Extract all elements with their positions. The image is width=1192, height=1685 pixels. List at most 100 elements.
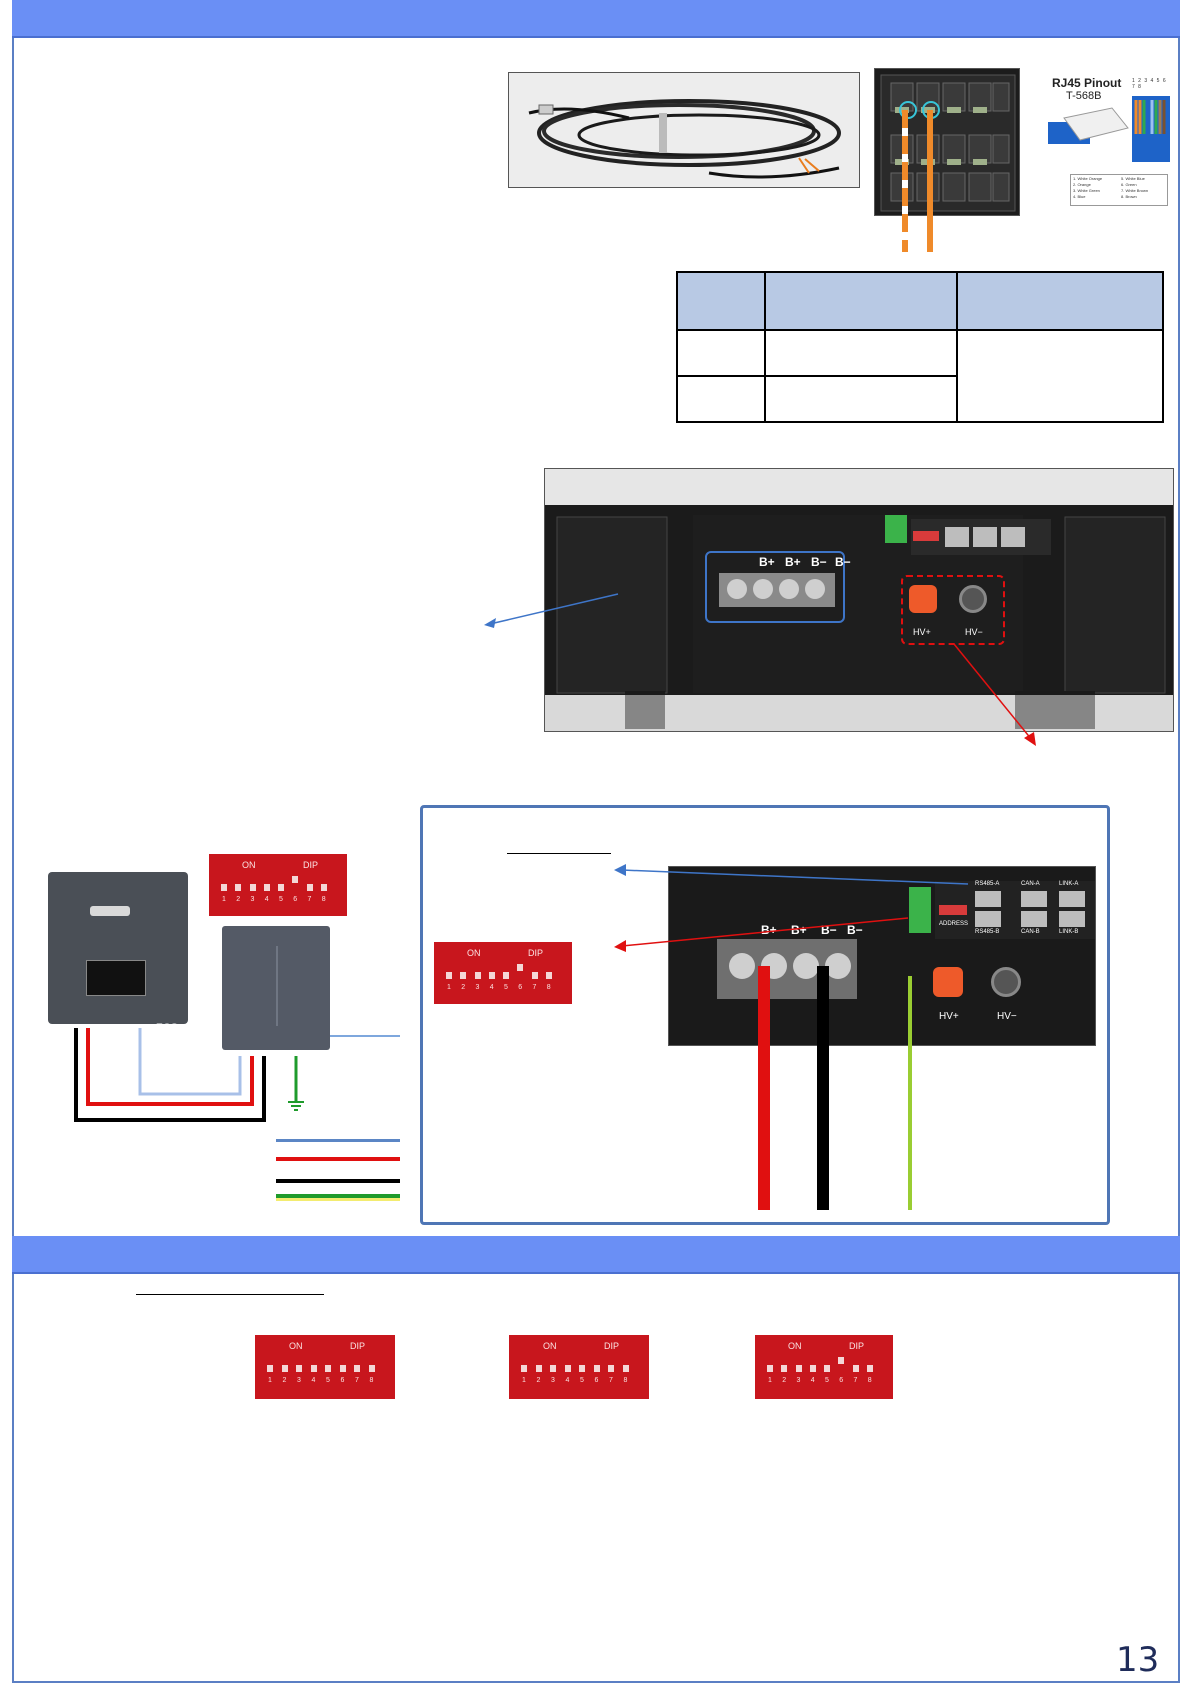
dip-switch-4 (310, 1365, 317, 1372)
dip-number-7: 7 (355, 1377, 359, 1384)
table-cell (764, 329, 958, 377)
table-header-cell (676, 271, 766, 331)
terminal-label-b-minus-1: B− (811, 555, 827, 569)
dip-number-8: 8 (369, 1377, 374, 1384)
dip-number-3: 3 (796, 1377, 801, 1384)
dip-number-5: 5 (580, 1377, 584, 1384)
battery-unit (222, 926, 330, 1050)
table-header-cell (764, 271, 958, 331)
dip-number-6: 6 (293, 896, 298, 903)
dip-switch-8 (622, 1365, 629, 1372)
dip-dip-label: DIP (303, 860, 319, 870)
dip-switch-1 (767, 1365, 773, 1372)
port-label-rs485-a: RS485-A (975, 881, 1000, 887)
white-orange-wire (902, 110, 908, 252)
dip-number-1: 1 (447, 984, 451, 991)
battery-front-image (545, 469, 1173, 731)
terminal-label-b-minus-2: B− (835, 555, 851, 569)
ground-cable (908, 976, 912, 1210)
dip-switch-3 (550, 1365, 556, 1372)
closeup-label-b-minus-2: B− (847, 923, 863, 937)
dip-number-8: 8 (321, 896, 326, 903)
dip-switch-8 (368, 1365, 375, 1372)
rs485-can-link-ports (911, 519, 1051, 555)
dip-switch-5 (824, 1365, 830, 1372)
rj45-cable-photo (508, 72, 860, 188)
port-label-rs485-b: RS485-B (975, 929, 1000, 935)
inverter-brand: ZCS (156, 1022, 178, 1034)
closeup-hv-plus-connector (933, 967, 963, 997)
dip-switch-8 (866, 1365, 873, 1372)
dip-on-label: ON (242, 860, 256, 870)
dip-number-2: 2 (282, 1377, 287, 1384)
dip-switch-3 (474, 972, 481, 979)
dip-on-label: ON (543, 1341, 557, 1351)
dip-number-7: 7 (307, 896, 312, 903)
dip-switch-4 (488, 972, 495, 979)
rj45-standard: T-568B (1066, 90, 1102, 102)
pin-5-label: 5. White Blue (1121, 176, 1145, 181)
dip-switch-2 (535, 1365, 542, 1372)
dip-number-8: 8 (867, 1377, 872, 1384)
dip-number-6: 6 (340, 1377, 345, 1384)
detail-title-underline (507, 853, 611, 854)
dip-number-6: 6 (839, 1377, 844, 1384)
battery-panel-closeup-photo: B+ B+ B− B− HV+ HV− ADDRESS RS485-A CAN-… (668, 866, 1096, 1046)
detail-arrows (614, 864, 969, 952)
inverter-connector-photo (874, 68, 1020, 216)
dip-number-3: 3 (475, 984, 480, 991)
battery-panel-photo: B+ B+ B− B− HV+ HV− (544, 468, 1174, 732)
dip-number-4: 4 (810, 1377, 815, 1384)
port-label-address: ADDRESS (939, 921, 969, 927)
coiled-cable-image (509, 73, 859, 187)
connection-table (676, 271, 1164, 423)
page-number: 13 (1116, 1640, 1160, 1680)
closeup-hv-minus-label: HV− (997, 1011, 1017, 1022)
closeup-label-b-plus-2: B+ (791, 923, 807, 937)
port-label-can-b: CAN-B (1021, 929, 1040, 935)
orange-wire (927, 110, 933, 252)
dip-switch-5 (503, 972, 509, 979)
top-header-band (12, 0, 1180, 38)
pin-4-label: 4. Blue (1073, 194, 1086, 199)
dip-switch-6 (339, 1365, 346, 1372)
rj45-title: RJ45 Pinout (1052, 76, 1122, 90)
dip-number-2: 2 (782, 1377, 787, 1384)
dip-switch-6 (517, 964, 524, 971)
red-pointer-arrow (953, 643, 1036, 746)
address-dip (913, 531, 939, 541)
dip-switch-2 (235, 884, 242, 891)
detail-callout-box (420, 805, 1110, 1225)
dip-switch-7 (354, 1365, 360, 1372)
pin-6-label: 6. Green (1121, 182, 1137, 187)
pin-7-label: 7. White Brown (1121, 188, 1149, 193)
dip-number-8: 8 (546, 984, 551, 991)
dip-number-3: 3 (297, 1377, 301, 1384)
dip-number-7: 7 (532, 984, 537, 991)
terminal-label-b-plus-1: B+ (759, 555, 775, 569)
pin-3-label: 3. White Green (1073, 188, 1100, 193)
dip-number-6: 6 (594, 1377, 599, 1384)
dip-switch-1 (446, 972, 452, 979)
pin-1-label: 1. White Orange (1073, 176, 1103, 181)
inverter-logo (90, 906, 130, 916)
hv-plus-connector (909, 585, 937, 613)
closeup-green-terminal (909, 887, 931, 933)
pin-8-label: 8. Brown (1121, 194, 1137, 199)
hv-connector-highlight (901, 575, 1005, 645)
dip-switch-7 (306, 884, 313, 891)
green-terminal (885, 515, 907, 543)
dip-switch-7 (608, 1365, 614, 1372)
dip-switch-3 (249, 884, 256, 891)
legend-line-positive (276, 1157, 400, 1161)
legend-line-ground (276, 1194, 400, 1201)
closeup-hv-minus-connector (991, 967, 1021, 997)
blue-pointer-arrow (484, 593, 619, 628)
dip-switch-4 (809, 1365, 816, 1372)
dip-switch-7 (852, 1365, 859, 1372)
dip-number-1: 1 (222, 896, 226, 903)
dip-number-7: 7 (853, 1377, 858, 1384)
dip-switch-6 (838, 1357, 845, 1364)
